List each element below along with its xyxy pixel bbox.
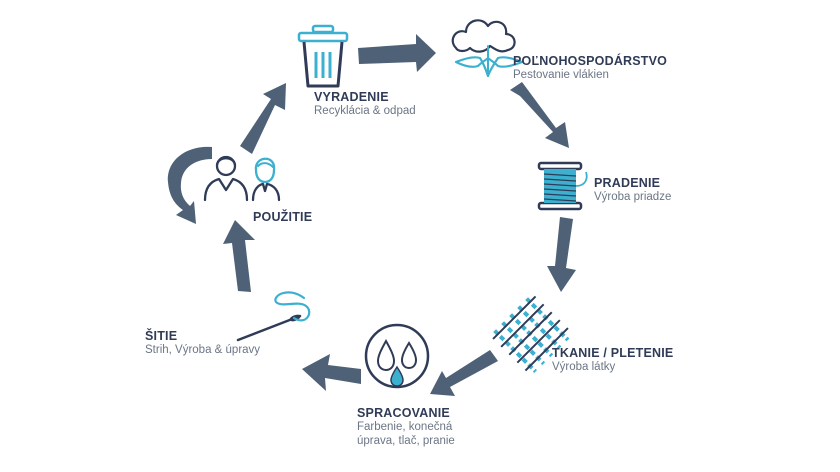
stage-spinning: PRADENIE Výroba priadze	[594, 176, 671, 204]
arrow-use-loop	[167, 146, 212, 224]
stage-processing-title: SPRACOVANIE	[357, 406, 450, 420]
trash-bin-icon	[297, 24, 349, 88]
stage-farming: POĽNOHOSPODÁRSTVO Pestovanie vlákien	[513, 54, 667, 82]
people-icon	[203, 155, 281, 202]
stage-farming-subtitle: Pestovanie vlákien	[513, 69, 609, 81]
stage-disposal-subtitle: Recyklácia & odpad	[314, 105, 416, 117]
arrow-farming-to-spinning	[510, 82, 569, 148]
stage-spinning-title: PRADENIE	[594, 176, 661, 190]
stage-processing-subtitle-line1: Farbenie, konečná	[357, 421, 453, 433]
stage-disposal: VYRADENIE Recyklácia & odpad	[314, 90, 416, 118]
stage-use: POUŽITIE	[253, 210, 312, 224]
arrow-sewing-to-use	[223, 220, 255, 292]
stage-disposal-title: VYRADENIE	[314, 90, 389, 104]
water-drops-icon	[364, 323, 430, 389]
stage-sewing: ŠITIE Strih, Výroba & úpravy	[145, 329, 260, 357]
stage-processing-subtitle-line2: úprava, tlač, pranie	[357, 435, 455, 448]
arrow-disposal-to-farming	[358, 34, 436, 72]
arrow-weaving-to-processing	[430, 350, 498, 396]
stage-weaving: TKANIE / PLETENIE Výroba látky	[552, 346, 673, 374]
stage-processing: SPRACOVANIE Farbenie, konečná úprava, tl…	[357, 406, 455, 449]
arrow-use-to-disposal	[240, 83, 286, 154]
arrow-spinning-to-weaving	[547, 217, 576, 292]
stage-farming-title: POĽNOHOSPODÁRSTVO	[513, 54, 668, 68]
stage-weaving-subtitle: Výroba látky	[552, 361, 616, 373]
woven-fabric-icon	[488, 292, 574, 376]
cycle-arrows	[167, 34, 576, 396]
stage-weaving-title: TKANIE / PLETENIE	[552, 346, 674, 360]
cotton-plant-icon	[451, 19, 524, 78]
arrow-processing-to-sewing	[302, 354, 361, 391]
stage-use-title: POUŽITIE	[253, 210, 313, 224]
thread-spool-icon	[537, 161, 588, 211]
stage-sewing-title: ŠITIE	[145, 329, 178, 343]
stage-spinning-subtitle: Výroba priadze	[594, 191, 672, 203]
needle-thread-icon	[236, 291, 311, 342]
stage-sewing-subtitle: Strih, Výroba & úpravy	[145, 344, 261, 356]
